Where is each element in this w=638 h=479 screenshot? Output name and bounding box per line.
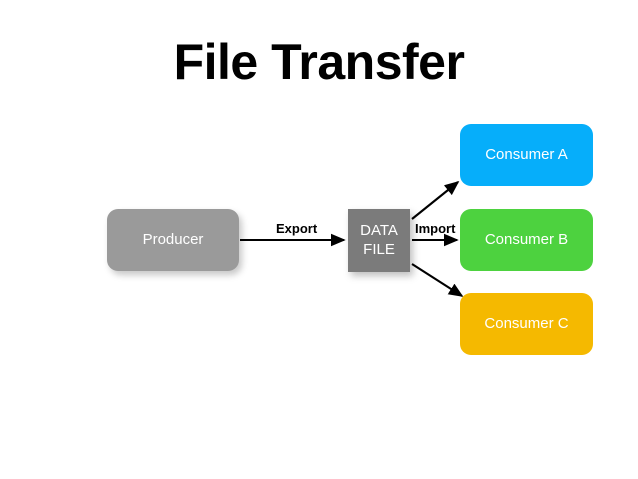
node-consumer-c[interactable]: Consumer C [460,293,593,355]
node-data-file-label: DATA FILE [360,222,398,260]
node-consumer-a-label: Consumer A [485,145,568,163]
arrow-to-consumer-a [411,180,460,220]
node-consumer-b-label: Consumer B [484,230,569,248]
node-producer-label: Producer [142,230,204,248]
node-data-file-label-line1: DATA [360,221,398,239]
page-title: File Transfer [173,34,465,90]
node-consumer-c-label: Consumer C [484,314,569,332]
edge-label-export: Export [276,221,318,236]
node-producer[interactable]: Producer [107,209,239,271]
node-consumer-b[interactable]: Consumer B [460,209,593,271]
edge-label-import: Import [415,221,456,236]
node-data-file[interactable]: DATA FILE [348,209,410,272]
node-data-file-label-line2: FILE [363,240,395,258]
node-consumer-a[interactable]: Consumer A [460,124,593,186]
arrow-to-consumer-c [411,263,464,297]
